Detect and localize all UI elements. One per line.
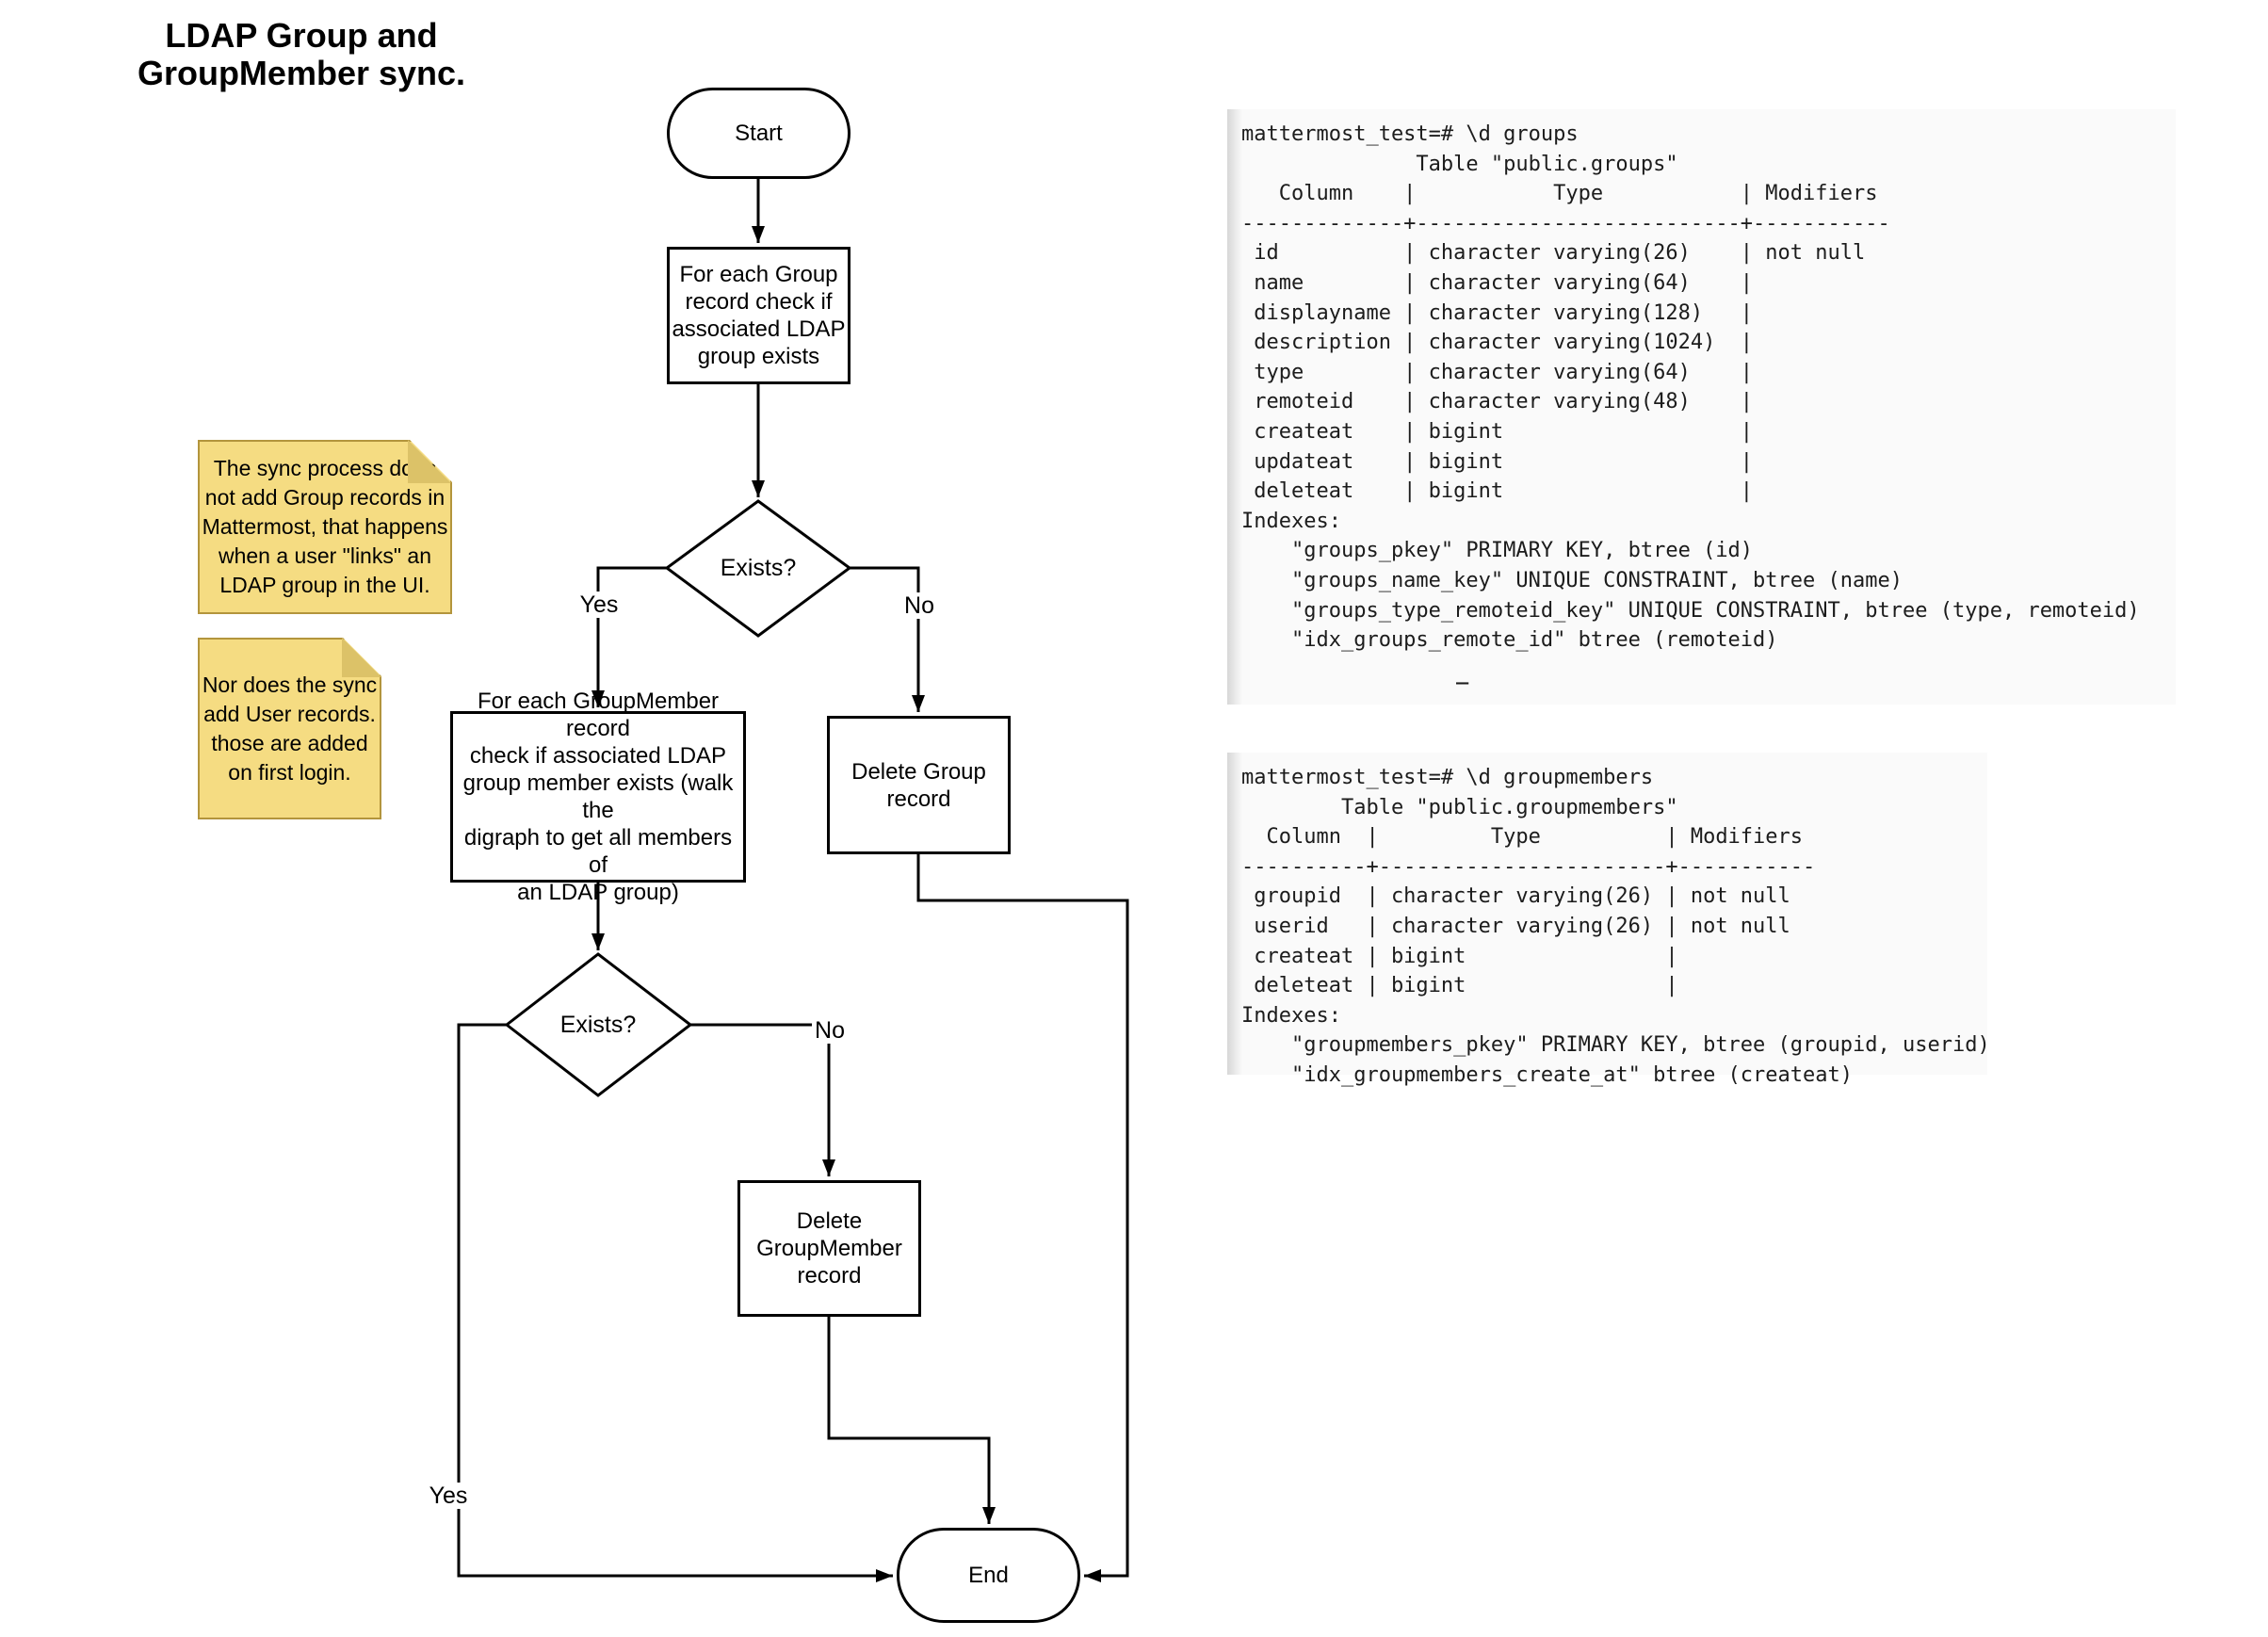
delete-groupmember-record-label: Delete GroupMember record (756, 1208, 902, 1289)
diamond2-shape (504, 952, 693, 1097)
check-groupmember-record-label: For each GroupMember record check if ass… (462, 689, 734, 905)
start-node: Start (667, 88, 850, 179)
psql-groups-table-output: mattermost_test=# \d groups Table "publi… (1227, 109, 2176, 705)
yes2-edge-label: Yes (426, 1483, 471, 1509)
end-node-label: End (968, 1563, 1009, 1588)
edge-diamond1-yes-to-box2 (591, 566, 667, 707)
diamond1-exists-label: Exists? (720, 555, 797, 581)
edge-delete-groupmember-to-end (827, 1317, 996, 1524)
sticky-note-user-records-text: Nor does the sync add User records. thos… (202, 672, 378, 785)
end-node: End (897, 1528, 1080, 1623)
no1-edge-label: No (901, 592, 937, 619)
edge-delete-group-to-end (916, 854, 1129, 1582)
psql-groupmembers-table-output: mattermost_test=# \d groupmembers Table … (1227, 753, 1990, 1087)
diamond2-exists-node: Exists? (507, 954, 689, 1095)
psql-groups-table-text: mattermost_test=# \d groups Table "publi… (1241, 122, 2140, 653)
edge-diamond2-yes-to-end (457, 1023, 893, 1582)
sticky-note-user-records: Nor does the sync add User records. thos… (198, 638, 381, 819)
start-node-label: Start (735, 121, 783, 146)
diamond1-exists-node: Exists? (667, 501, 850, 636)
diamond2-exists-label: Exists? (559, 1011, 637, 1038)
delete-group-record-label: Delete Group record (851, 758, 986, 812)
delete-group-record-node: Delete Group record (827, 716, 1011, 854)
sticky-note-group-links-text: The sync process does not add Group reco… (202, 456, 448, 597)
terminal-cursor: _ (1456, 661, 1469, 685)
check-groupmember-record-node: For each GroupMember record check if ass… (450, 689, 746, 905)
psql-groupmembers-table-text: mattermost_test=# \d groupmembers Table … (1241, 766, 1990, 1087)
diamond1-shape (664, 499, 852, 638)
yes1-edge-label: Yes (576, 592, 622, 618)
check-group-record-node: For each Group record check if associate… (667, 247, 850, 384)
edge-diamond2-no-to-delete-groupmember (690, 1023, 835, 1176)
edge-diamond1-no-to-delete-group (850, 566, 925, 712)
check-group-record-label: For each Group record check if associate… (672, 262, 846, 369)
page-title: LDAP Group and GroupMember sync. (137, 16, 466, 92)
delete-groupmember-record-node: Delete GroupMember record (737, 1180, 921, 1317)
no2-edge-label: No (812, 1017, 848, 1044)
